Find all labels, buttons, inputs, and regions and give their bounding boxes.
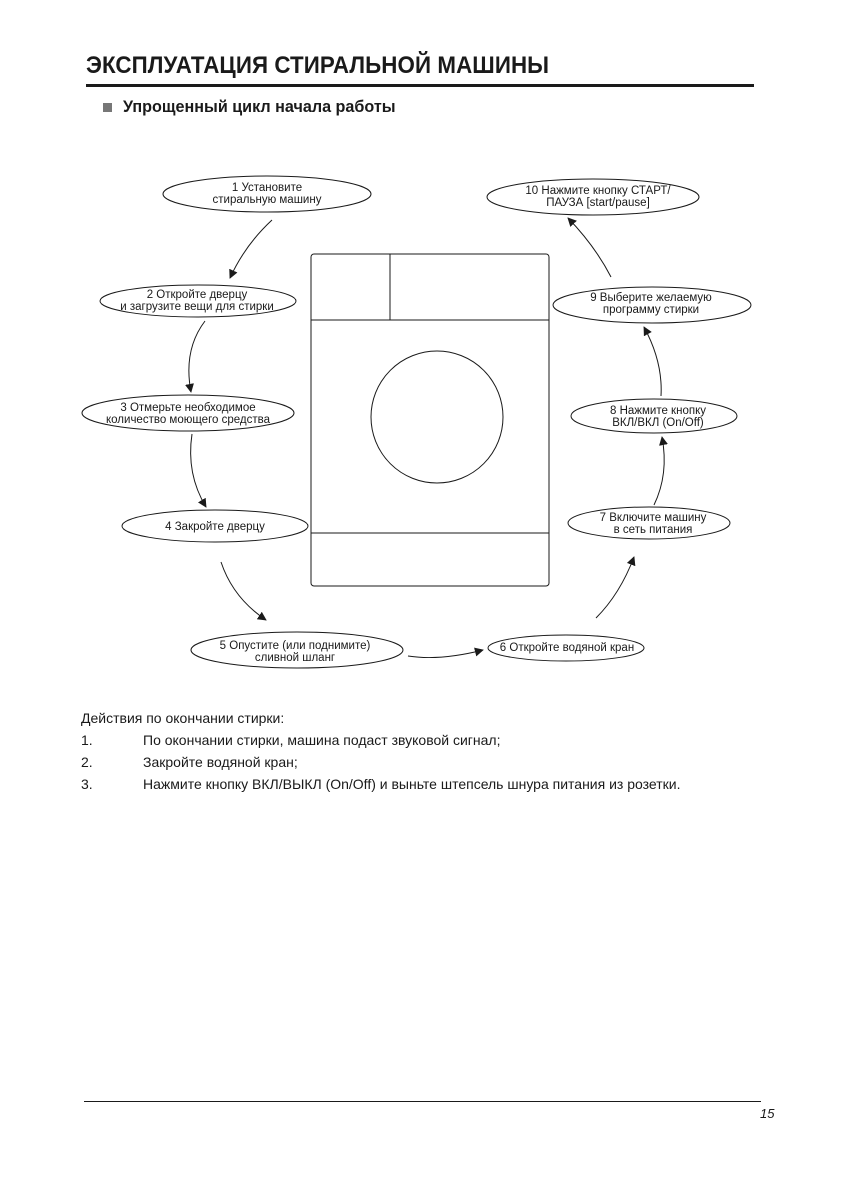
page-title: ЭКСПЛУАТАЦИЯ СТИРАЛЬНОЙ МАШИНЫ	[86, 52, 550, 79]
step-bubble-9	[552, 286, 752, 324]
footer-rule	[84, 1101, 761, 1102]
step-bubble-8	[570, 398, 738, 434]
step-bubble-3	[81, 394, 295, 432]
step-label-5: 5 Опустите (или поднимите)сливной шланг	[219, 640, 371, 664]
list-item-text: Нажмите кнопку ВКЛ/ВЫКЛ (On/Off) и выньт…	[143, 776, 681, 792]
step-label-4: 4 Закройте дверцу	[165, 521, 265, 533]
section-heading-text: Упрощенный цикл начала работы	[123, 97, 396, 116]
arrow-6-to-7	[595, 556, 636, 619]
list-item-number: 3.	[81, 776, 93, 792]
arrow-7-to-8	[653, 436, 668, 506]
arrow-1-to-2	[229, 219, 273, 279]
step-bubble-6	[487, 634, 645, 662]
after-wash-section: Действия по окончании стирки: 1. По окон…	[81, 707, 680, 795]
arrow-5-to-6	[407, 647, 484, 659]
list-item: 2. Закройте водяной кран;	[81, 751, 680, 773]
step-bubble-1	[162, 175, 372, 213]
arrow-9-to-10	[567, 217, 612, 278]
title-underline	[86, 84, 754, 87]
arrow-8-to-9	[643, 326, 662, 397]
machine-body	[310, 253, 550, 587]
list-item-text: Закройте водяной кран;	[143, 754, 298, 770]
page-number: 15	[760, 1106, 775, 1121]
list-item-number: 2.	[81, 754, 93, 770]
machine-door	[370, 350, 504, 484]
step-label-6: 6 Откройте водяной кран	[499, 642, 635, 654]
step-bubble-7	[567, 506, 731, 540]
washing-machine-illustration	[310, 253, 550, 587]
list-item-text: По окончании стирки, машина подаст звуко…	[143, 732, 501, 748]
list-item-number: 1.	[81, 732, 93, 748]
list-item: 1. По окончании стирки, машина подаст зв…	[81, 729, 680, 751]
arrow-4-to-5	[220, 561, 267, 621]
step-label-10: 10 Нажмите кнопку СТАРТ/ПАУЗА [start/pau…	[525, 185, 671, 209]
step-bubble-4	[121, 509, 309, 543]
after-wash-heading: Действия по окончании стирки:	[81, 710, 285, 726]
section-heading: Упрощенный цикл начала работы	[103, 97, 410, 117]
step-bubble-10	[486, 178, 700, 216]
step-bubble-5	[190, 631, 404, 669]
step-bubble-2	[99, 284, 297, 318]
arrow-3-to-4	[190, 433, 207, 508]
list-item: 3. Нажмите кнопку ВКЛ/ВЫКЛ (On/Off) и вы…	[81, 773, 680, 795]
arrow-2-to-3	[185, 320, 206, 393]
square-bullet-icon	[103, 102, 112, 112]
